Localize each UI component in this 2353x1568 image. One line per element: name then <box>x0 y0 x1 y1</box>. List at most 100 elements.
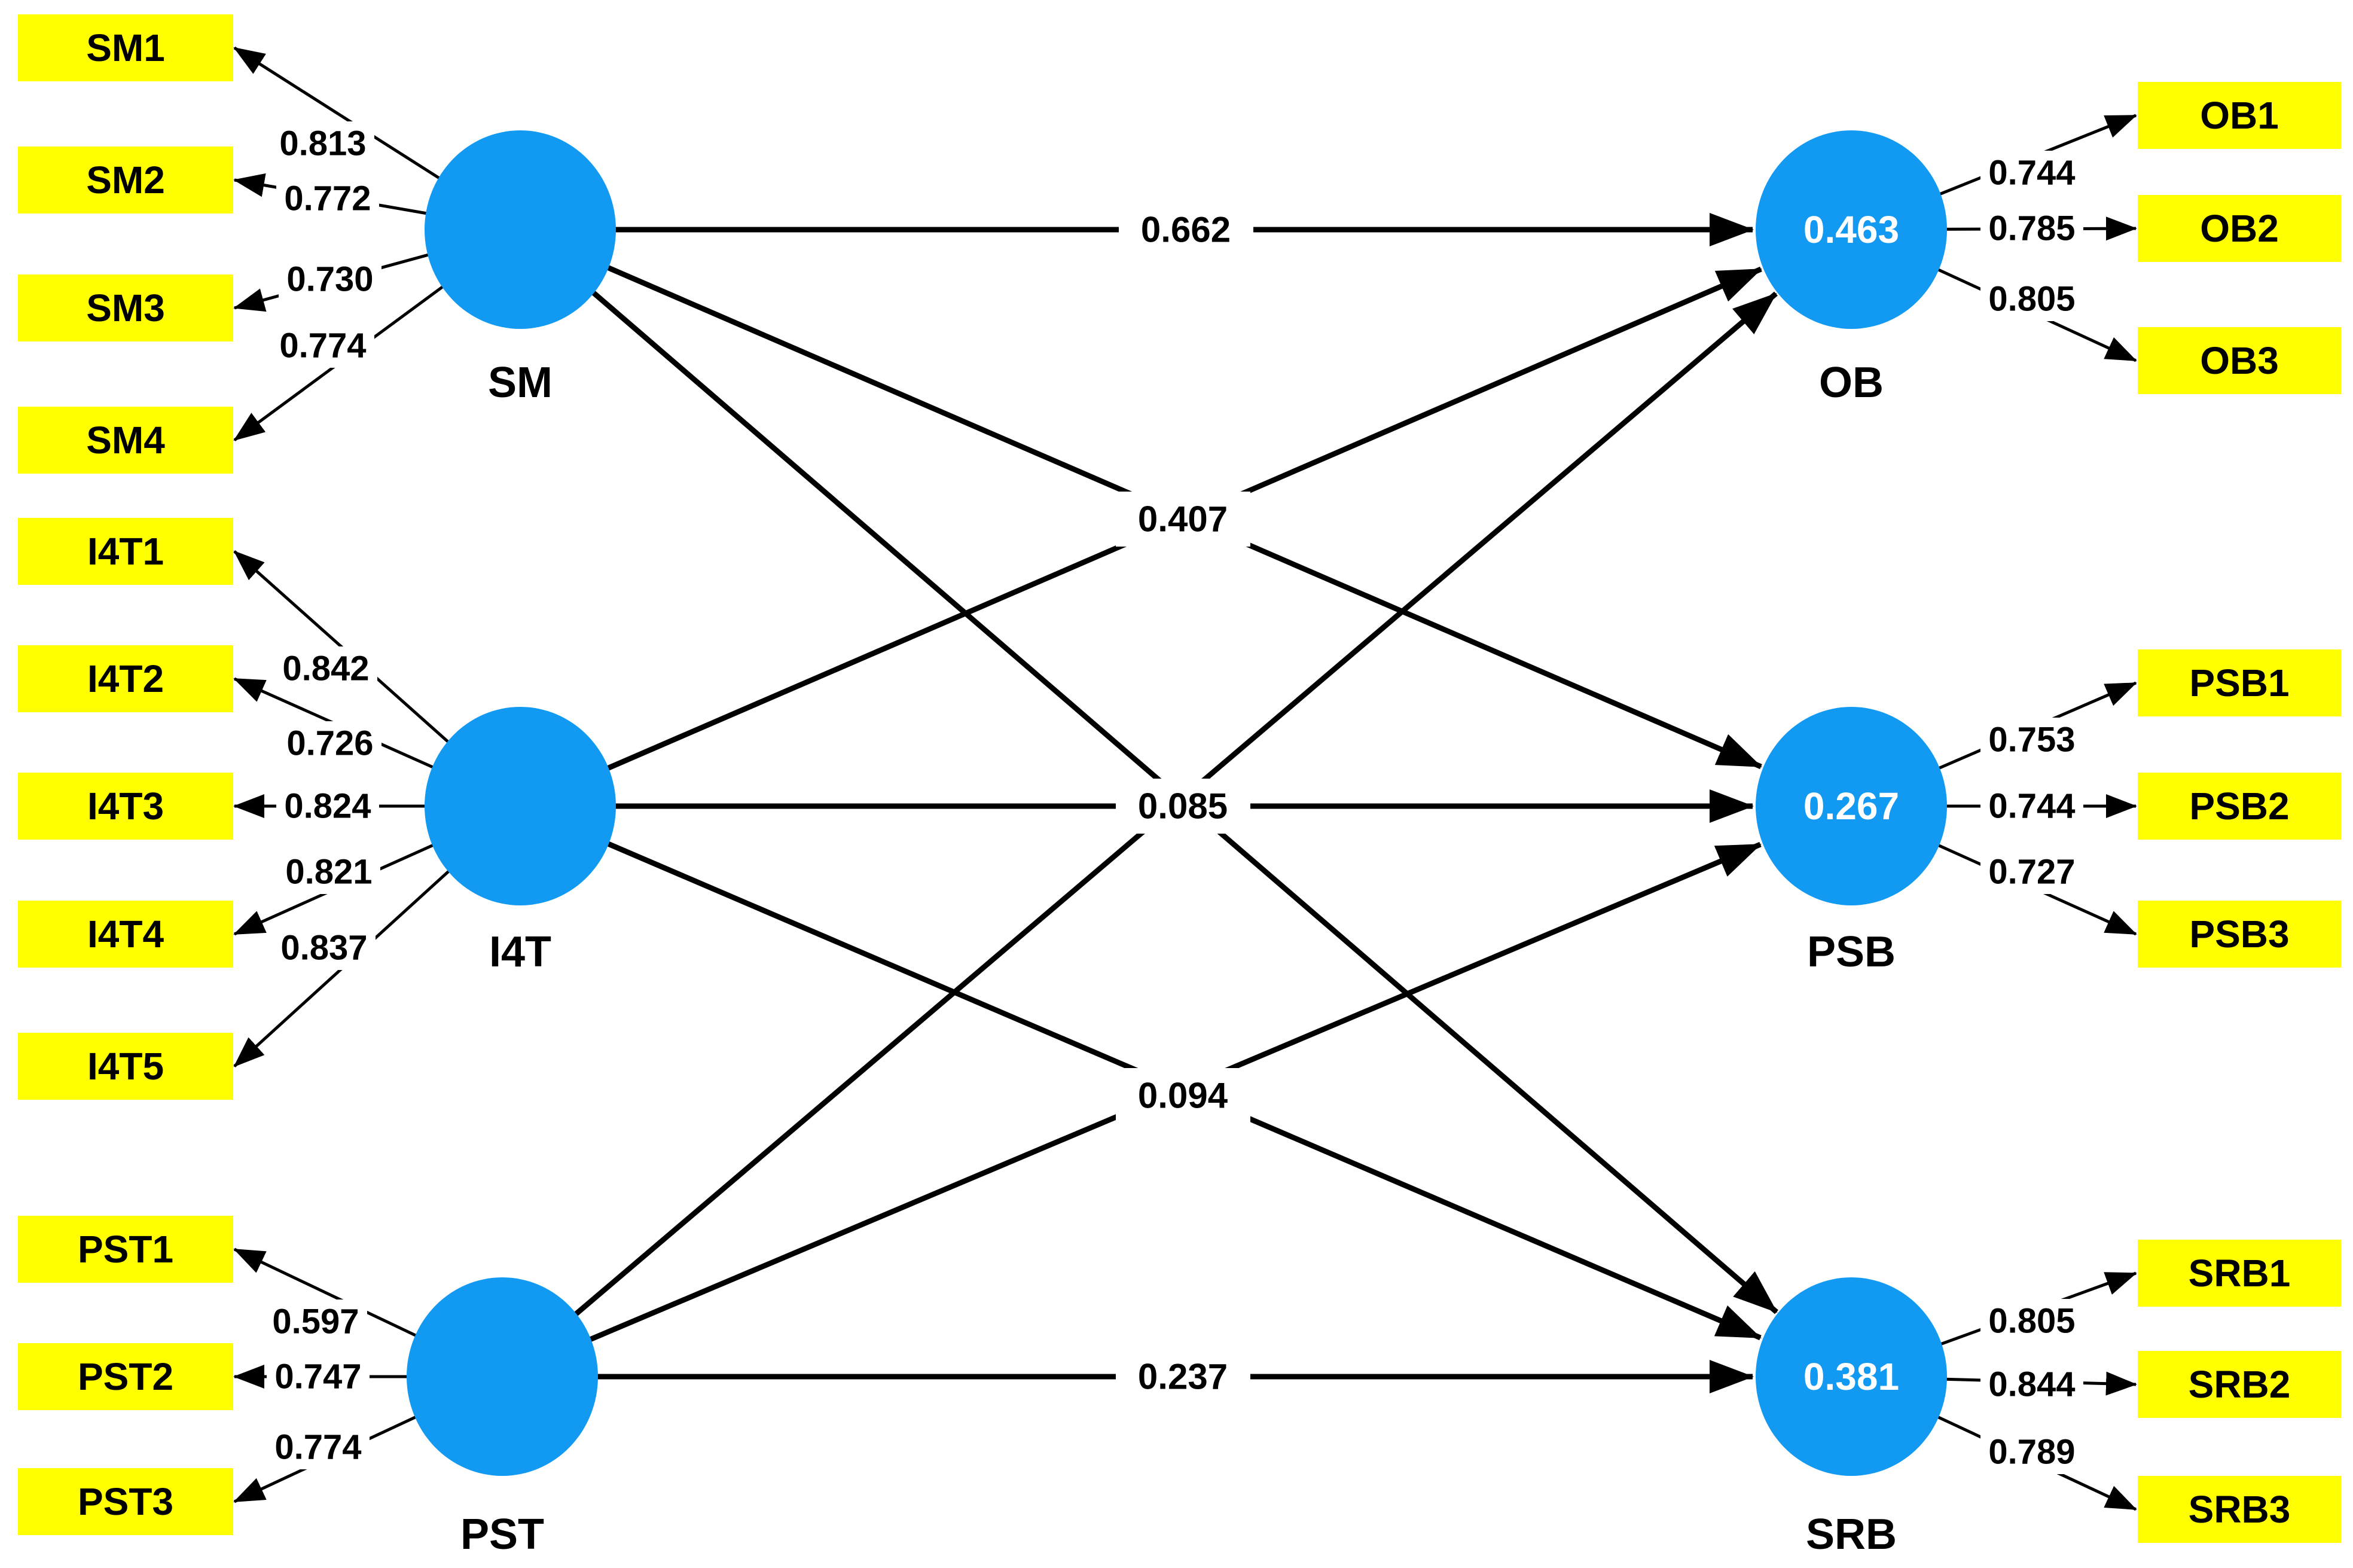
indicator-box-PSB3 <box>2138 901 2341 968</box>
indicator-label-PST3: PST3 <box>78 1480 173 1523</box>
indicator-label-SRB3: SRB3 <box>2189 1488 2291 1531</box>
path-coef-patch <box>1116 1349 1250 1404</box>
indicator-box-SRB1 <box>2138 1240 2341 1307</box>
loading-patch <box>279 721 382 765</box>
latent-circles <box>407 130 1947 1476</box>
latent-label-SRB: SRB <box>1806 1511 1897 1558</box>
loading-patch <box>1980 206 2083 251</box>
latent-circle-PSB <box>1756 707 1947 905</box>
latent-circle-OB <box>1756 130 1947 329</box>
loading-patch <box>279 257 382 301</box>
loading-label-PSB1: 0.753 <box>1988 721 2075 759</box>
loading-patch <box>1980 718 2083 762</box>
path-SM-SRB <box>518 227 1778 1314</box>
indicator-label-PSB2: PSB2 <box>2189 785 2289 828</box>
indicator-label-I4T4: I4T4 <box>87 913 164 956</box>
latent-label-OB: OB <box>1819 359 1884 407</box>
loading-label-SM2: 0.772 <box>284 179 371 218</box>
indicator-label-I4T2: I4T2 <box>87 657 164 700</box>
loading-label-I4T2: 0.726 <box>286 724 373 763</box>
indicator-box-I4T3 <box>18 773 233 840</box>
indicator-box-SM3 <box>18 274 233 341</box>
indicator-label-OB1: OB1 <box>2200 94 2279 137</box>
loading-label-I4T3: 0.824 <box>284 787 371 826</box>
r2-values: 0.463 0.267 0.381 <box>1803 208 1899 1398</box>
loading-patch <box>271 324 374 368</box>
loading-patch <box>1980 1430 2083 1474</box>
path-coef-patch <box>1116 492 1250 547</box>
indicator-box-SRB3 <box>2138 1476 2341 1543</box>
indicator-box-SM4 <box>18 407 233 474</box>
loading-label-SM3: 0.730 <box>286 260 373 299</box>
loading-label-PST2: 0.747 <box>274 1357 361 1396</box>
loading-patch <box>273 926 376 970</box>
loading-label-OB3: 0.805 <box>1988 280 2075 319</box>
r2-value-PSB: 0.267 <box>1803 785 1899 828</box>
latent-circle-SM <box>425 130 616 329</box>
path-coefficient-labels: 0.662 0.407 0.085 0.094 0.237 <box>1116 202 1253 1404</box>
loading-label-SRB3: 0.789 <box>1988 1433 2075 1472</box>
r2-value-OB: 0.463 <box>1803 208 1899 251</box>
indicator-label-OB2: OB2 <box>2200 207 2279 250</box>
indicator-box-I4T1 <box>18 518 233 585</box>
indicator-label-SRB1: SRB1 <box>2189 1252 2291 1295</box>
indicator-label-SM2: SM2 <box>86 158 165 202</box>
path-coef-patch <box>1119 202 1253 257</box>
loading-patch <box>267 1425 370 1469</box>
path-PST-OB <box>500 291 1778 1379</box>
indicator-label-PSB3: PSB3 <box>2189 913 2289 956</box>
loading-patch <box>276 176 379 221</box>
loading-label-SM4: 0.774 <box>279 327 366 365</box>
indicator-label-PST1: PST1 <box>78 1228 173 1271</box>
latent-name-labels: SM I4T PST OB PSB SRB <box>460 359 1897 1558</box>
indicator-box-PST2 <box>18 1343 233 1410</box>
indicator-box-OB2 <box>2138 195 2341 262</box>
indicator-label-PST2: PST2 <box>78 1355 173 1398</box>
latent-circle-PST <box>407 1277 598 1476</box>
latent-label-SM: SM <box>488 359 553 407</box>
path-coef-label-crossing-upper: 0.407 <box>1138 499 1228 539</box>
indicator-label-SM3: SM3 <box>86 286 165 330</box>
latent-circle-I4T <box>425 707 616 905</box>
loading-patch <box>1980 277 2083 321</box>
latent-circle-SRB <box>1756 1277 1947 1476</box>
indicator-box-I4T5 <box>18 1033 233 1100</box>
loading-label-I4T4: 0.821 <box>285 853 372 892</box>
indicator-boxes-right <box>2138 82 2341 1543</box>
loading-label-I4T5: 0.837 <box>280 929 367 968</box>
loading-patch <box>264 1299 367 1344</box>
indicator-box-labels: SM1 SM2 SM3 SM4 I4T1 I4T2 I4T3 I4T4 I4T5… <box>78 26 2290 1531</box>
indicator-box-I4T4 <box>18 901 233 968</box>
path-coef-label-PST-SRB: 0.237 <box>1138 1357 1228 1397</box>
loading-patch <box>1980 850 2083 894</box>
path-coef-label-SM-OB: 0.662 <box>1141 210 1231 250</box>
loading-label-OB2: 0.785 <box>1988 209 2075 248</box>
loading-patch <box>274 646 377 691</box>
indicator-box-SM1 <box>18 14 233 81</box>
loading-patch <box>271 121 374 166</box>
indicator-box-SM2 <box>18 147 233 213</box>
loading-label-SM1: 0.813 <box>279 124 366 163</box>
indicator-box-PSB1 <box>2138 649 2341 716</box>
loading-label-PST1: 0.597 <box>272 1302 359 1341</box>
loading-label-OB1: 0.744 <box>1988 154 2075 193</box>
loading-patch <box>276 784 379 828</box>
loading-label-PSB3: 0.727 <box>1988 853 2075 892</box>
loading-label-SRB1: 0.805 <box>1988 1302 2075 1341</box>
indicator-label-I4T5: I4T5 <box>87 1045 164 1088</box>
indicator-label-SM1: SM1 <box>86 26 165 69</box>
structural-paths <box>500 213 1778 1393</box>
latent-label-PSB: PSB <box>1807 928 1896 976</box>
loading-patch <box>1980 1362 2083 1407</box>
path-coef-patch <box>1116 779 1250 834</box>
r2-value-SRB: 0.381 <box>1803 1355 1899 1398</box>
path-coef-label-I4T-PSB: 0.085 <box>1138 786 1228 826</box>
indicator-label-OB3: OB3 <box>2200 339 2279 382</box>
loading-label-PSB2: 0.744 <box>1988 787 2075 826</box>
indicator-label-I4T1: I4T1 <box>87 530 164 573</box>
loading-patch <box>277 850 380 894</box>
indicator-box-SRB2 <box>2138 1351 2341 1418</box>
indicator-label-SRB2: SRB2 <box>2189 1363 2291 1406</box>
loading-patch <box>1980 1299 2083 1343</box>
